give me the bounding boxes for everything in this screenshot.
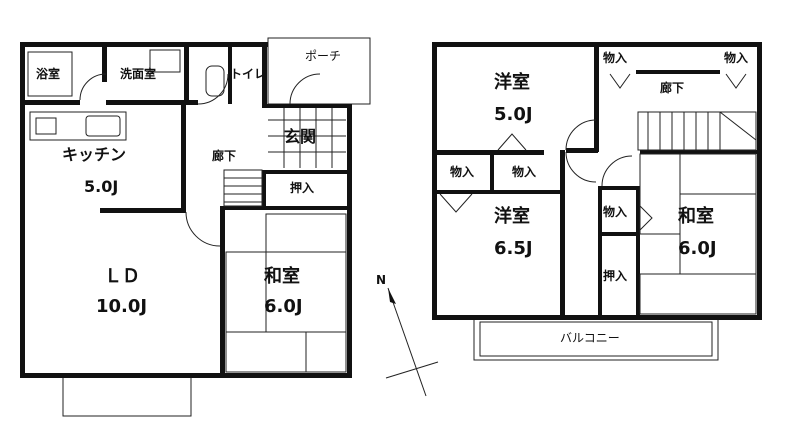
floor-1: 浴室 洗面室 トイレ ポーチ 玄関 キッチン 5.0J 廊下 押入 ＬＤ 10.… — [20, 37, 371, 417]
wall — [566, 148, 598, 153]
wall — [220, 208, 225, 378]
wall — [432, 190, 564, 194]
door-swing — [439, 193, 473, 213]
kitchen-label: キッチン — [62, 145, 126, 164]
wall — [20, 42, 25, 378]
wall — [432, 150, 544, 155]
sink — [85, 115, 121, 137]
wall — [598, 186, 640, 190]
wall — [432, 315, 762, 320]
wall — [262, 170, 352, 174]
wall — [262, 170, 266, 210]
toilet-fixture — [205, 65, 225, 97]
wall — [20, 373, 352, 378]
closet-left-label: 物入 — [450, 164, 474, 179]
floor-2: 洋室 5.0J 物入 物入 廊下 物入 物入 洋室 6.5J 物入 押入 和室 … — [432, 42, 762, 361]
bath-label: 浴室 — [36, 66, 60, 81]
ld-size: 10.0J — [96, 296, 147, 317]
door-swing — [79, 73, 107, 101]
door-swing — [609, 73, 631, 89]
door-swing — [197, 73, 229, 105]
wall — [640, 150, 762, 154]
compass-cross — [385, 361, 439, 379]
wall — [490, 150, 494, 194]
door-swing — [639, 205, 653, 231]
wall — [106, 100, 198, 105]
closet-top-left-label: 物入 — [603, 50, 627, 65]
wall — [228, 42, 232, 104]
wall — [598, 232, 640, 236]
wall — [262, 104, 352, 108]
tatami-mats — [225, 213, 347, 373]
compass: N — [376, 273, 439, 397]
entrance-label: 玄関 — [284, 127, 316, 146]
balcony-outline — [473, 317, 719, 361]
door-swing — [601, 155, 633, 187]
toilet-label: トイレ — [230, 67, 266, 81]
youshitsu-b-size: 6.5J — [494, 238, 533, 259]
washitsu-size-2f: 6.0J — [678, 238, 717, 259]
compass-north-label: N — [376, 273, 386, 287]
door-swing — [565, 119, 597, 151]
wash-basin — [149, 49, 181, 73]
ld-label: ＬＤ — [104, 266, 140, 287]
tatami-mats — [639, 153, 757, 315]
entrance-tiles — [268, 108, 346, 168]
wall — [598, 186, 602, 318]
wall — [636, 70, 720, 74]
youshitsu-a-size: 5.0J — [494, 104, 533, 125]
wall — [181, 100, 186, 213]
balcony-rail — [479, 321, 713, 357]
door-swing — [565, 151, 597, 183]
youshitsu-b-label: 洋室 — [494, 205, 530, 227]
door-swing — [289, 73, 321, 105]
balcony-label: バルコニー — [560, 331, 620, 345]
wall — [184, 42, 189, 104]
wall — [594, 42, 599, 152]
washitsu-size: 6.0J — [264, 296, 303, 317]
wall — [100, 208, 186, 213]
stairs — [637, 111, 757, 151]
wall — [636, 186, 640, 318]
bathtub — [27, 51, 73, 97]
washitsu-label: 和室 — [264, 265, 300, 287]
porch-outline — [267, 37, 371, 105]
washroom-label: 洗面室 — [120, 66, 156, 81]
wall — [560, 150, 565, 316]
wall — [757, 42, 762, 320]
porch-label: ポーチ — [305, 49, 341, 63]
wall — [220, 206, 352, 210]
door-swing — [497, 133, 527, 151]
closet-label: 押入 — [290, 180, 314, 195]
kitchen-counter — [29, 111, 127, 141]
wall — [102, 42, 107, 82]
compass-arrow-icon — [388, 288, 396, 304]
hallway-label: 廊下 — [212, 148, 236, 163]
closet-mid-label: 物入 — [603, 204, 627, 219]
stairs — [223, 169, 263, 207]
compass-needle — [387, 287, 427, 397]
ld-bay-window — [62, 375, 192, 417]
oshiire-label: 押入 — [603, 268, 627, 283]
closet-top-right-label: 物入 — [724, 50, 748, 65]
door-swing — [725, 73, 747, 89]
door-swing — [185, 211, 221, 247]
wall — [20, 42, 268, 47]
hallway-label-2f: 廊下 — [660, 80, 684, 95]
wall — [432, 42, 437, 320]
stove — [35, 117, 57, 135]
wall — [20, 100, 80, 105]
washitsu-label-2f: 和室 — [678, 205, 714, 227]
closet-center-label: 物入 — [512, 164, 536, 179]
youshitsu-a-label: 洋室 — [494, 71, 530, 93]
wall — [347, 104, 352, 378]
wall — [262, 42, 267, 104]
kitchen-size: 5.0J — [84, 177, 118, 196]
